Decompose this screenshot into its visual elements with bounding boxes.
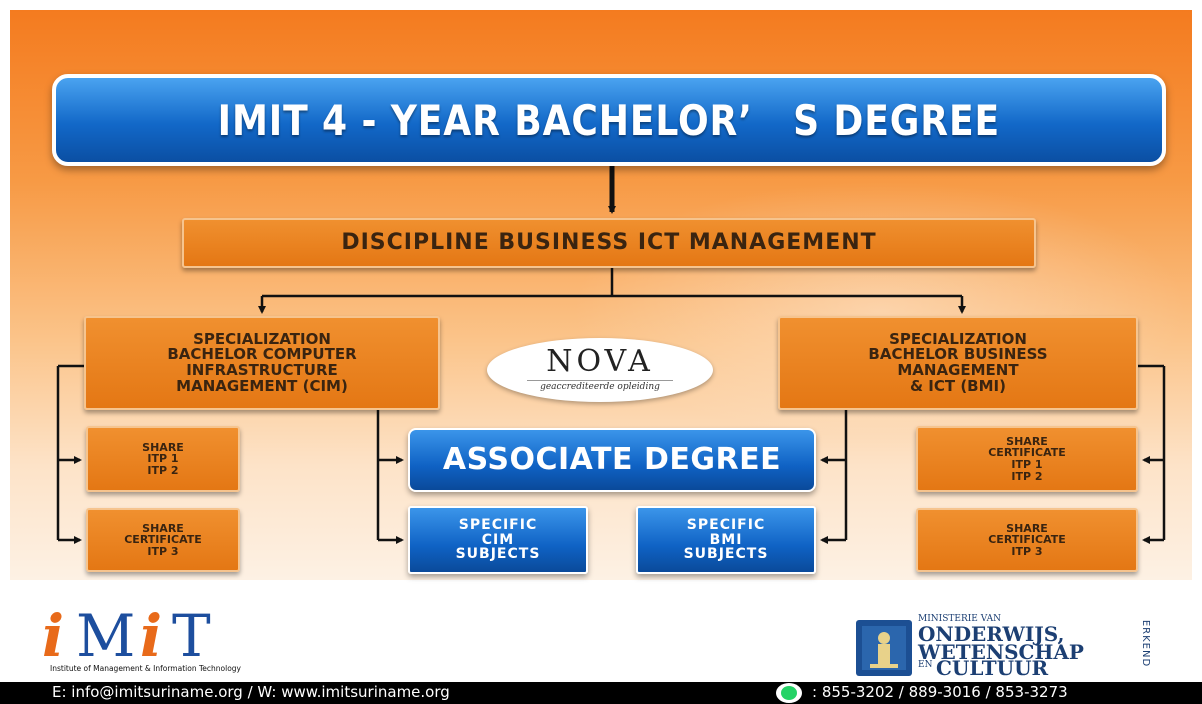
nova-underline [527, 380, 673, 381]
ministry-line3: CULTUUR [936, 656, 1049, 680]
specific-cim-text: SPECIFIC CIM SUBJECTS [455, 516, 541, 563]
whatsapp-icon [776, 683, 802, 703]
ministry-erkend-text: ERKEND [1140, 619, 1152, 668]
imit-logo: i M i T Institute of Management & Inform… [42, 600, 322, 678]
right-share-certificate-box: SHARE CERTIFICATE ITP 3 [916, 508, 1138, 572]
ministry-small-text: MINISTERIE VAN [918, 614, 1001, 624]
bmi-specialization-text: SPECIALIZATION BACHELOR BUSINESS MANAGEM… [868, 329, 1048, 395]
ministry-logo: MINISTERIE VAN ONDERWIJS, WETENSCHAP EN … [856, 610, 1186, 678]
imit-logo-i: i [42, 602, 65, 670]
ministry-en: EN [918, 660, 933, 670]
specific-bmi-text: SPECIFIC BMI SUBJECTS [683, 516, 769, 563]
specific-bmi-box: SPECIFIC BMI SUBJECTS [636, 506, 816, 574]
nova-subtitle: geaccrediteerde opleiding [540, 382, 660, 392]
imit-tagline: Institute of Management & Information Te… [50, 664, 241, 673]
right-share-certificate-itp-box: SHARE CERTIFICATE ITP 1 ITP 2 [916, 426, 1138, 492]
title-banner: IMIT 4 - YEAR BACHELOR’ S DEGREE [52, 74, 1166, 166]
discipline-box: DISCIPLINE BUSINESS ICT MANAGEMENT [182, 218, 1036, 268]
ministry-emblem-icon [856, 620, 912, 676]
footer-phones: : 855-3202 / 889-3016 / 853-3273 [812, 683, 1068, 701]
cim-specialization-box: SPECIALIZATION BACHELOR COMPUTER INFRAST… [84, 316, 440, 410]
footer-contact: E: info@imitsuriname.org / W: www.imitsu… [52, 683, 450, 701]
right-share-certificate-itp-text: SHARE CERTIFICATE ITP 1 ITP 2 [988, 434, 1066, 483]
right-share-certificate-text: SHARE CERTIFICATE ITP 3 [988, 521, 1066, 558]
imit-logo-i2: i [140, 602, 163, 670]
imit-logo-t: T [172, 602, 211, 670]
imit-logo-m: M [76, 602, 136, 670]
specific-cim-box: SPECIFIC CIM SUBJECTS [408, 506, 588, 574]
discipline-text: DISCIPLINE BUSINESS ICT MANAGEMENT [341, 230, 877, 256]
footer-bar: E: info@imitsuriname.org / W: www.imitsu… [0, 682, 1202, 704]
associate-degree-box: ASSOCIATE DEGREE [408, 428, 816, 492]
left-share-itp-text: SHARE ITP 1 ITP 2 [142, 440, 184, 477]
title-text: IMIT 4 - YEAR BACHELOR’ S DEGREE [217, 95, 1001, 145]
ministry-line2: WETENSCHAP [918, 640, 1084, 664]
bmi-specialization-box: SPECIALIZATION BACHELOR BUSINESS MANAGEM… [778, 316, 1138, 410]
left-share-certificate-text: SHARE CERTIFICATE ITP 3 [124, 521, 202, 558]
ministry-erkend: ERKEND [1140, 612, 1162, 676]
left-share-certificate-box: SHARE CERTIFICATE ITP 3 [86, 508, 240, 572]
cim-specialization-text: SPECIALIZATION BACHELOR COMPUTER INFRAST… [167, 329, 357, 395]
left-share-itp-box: SHARE ITP 1 ITP 2 [86, 426, 240, 492]
ministry-line1: ONDERWIJS, [918, 622, 1065, 646]
nova-wordmark: NOVA [546, 344, 654, 379]
nova-logo: NOVA geaccrediteerde opleiding [487, 338, 713, 402]
associate-degree-text: ASSOCIATE DEGREE [442, 442, 782, 478]
